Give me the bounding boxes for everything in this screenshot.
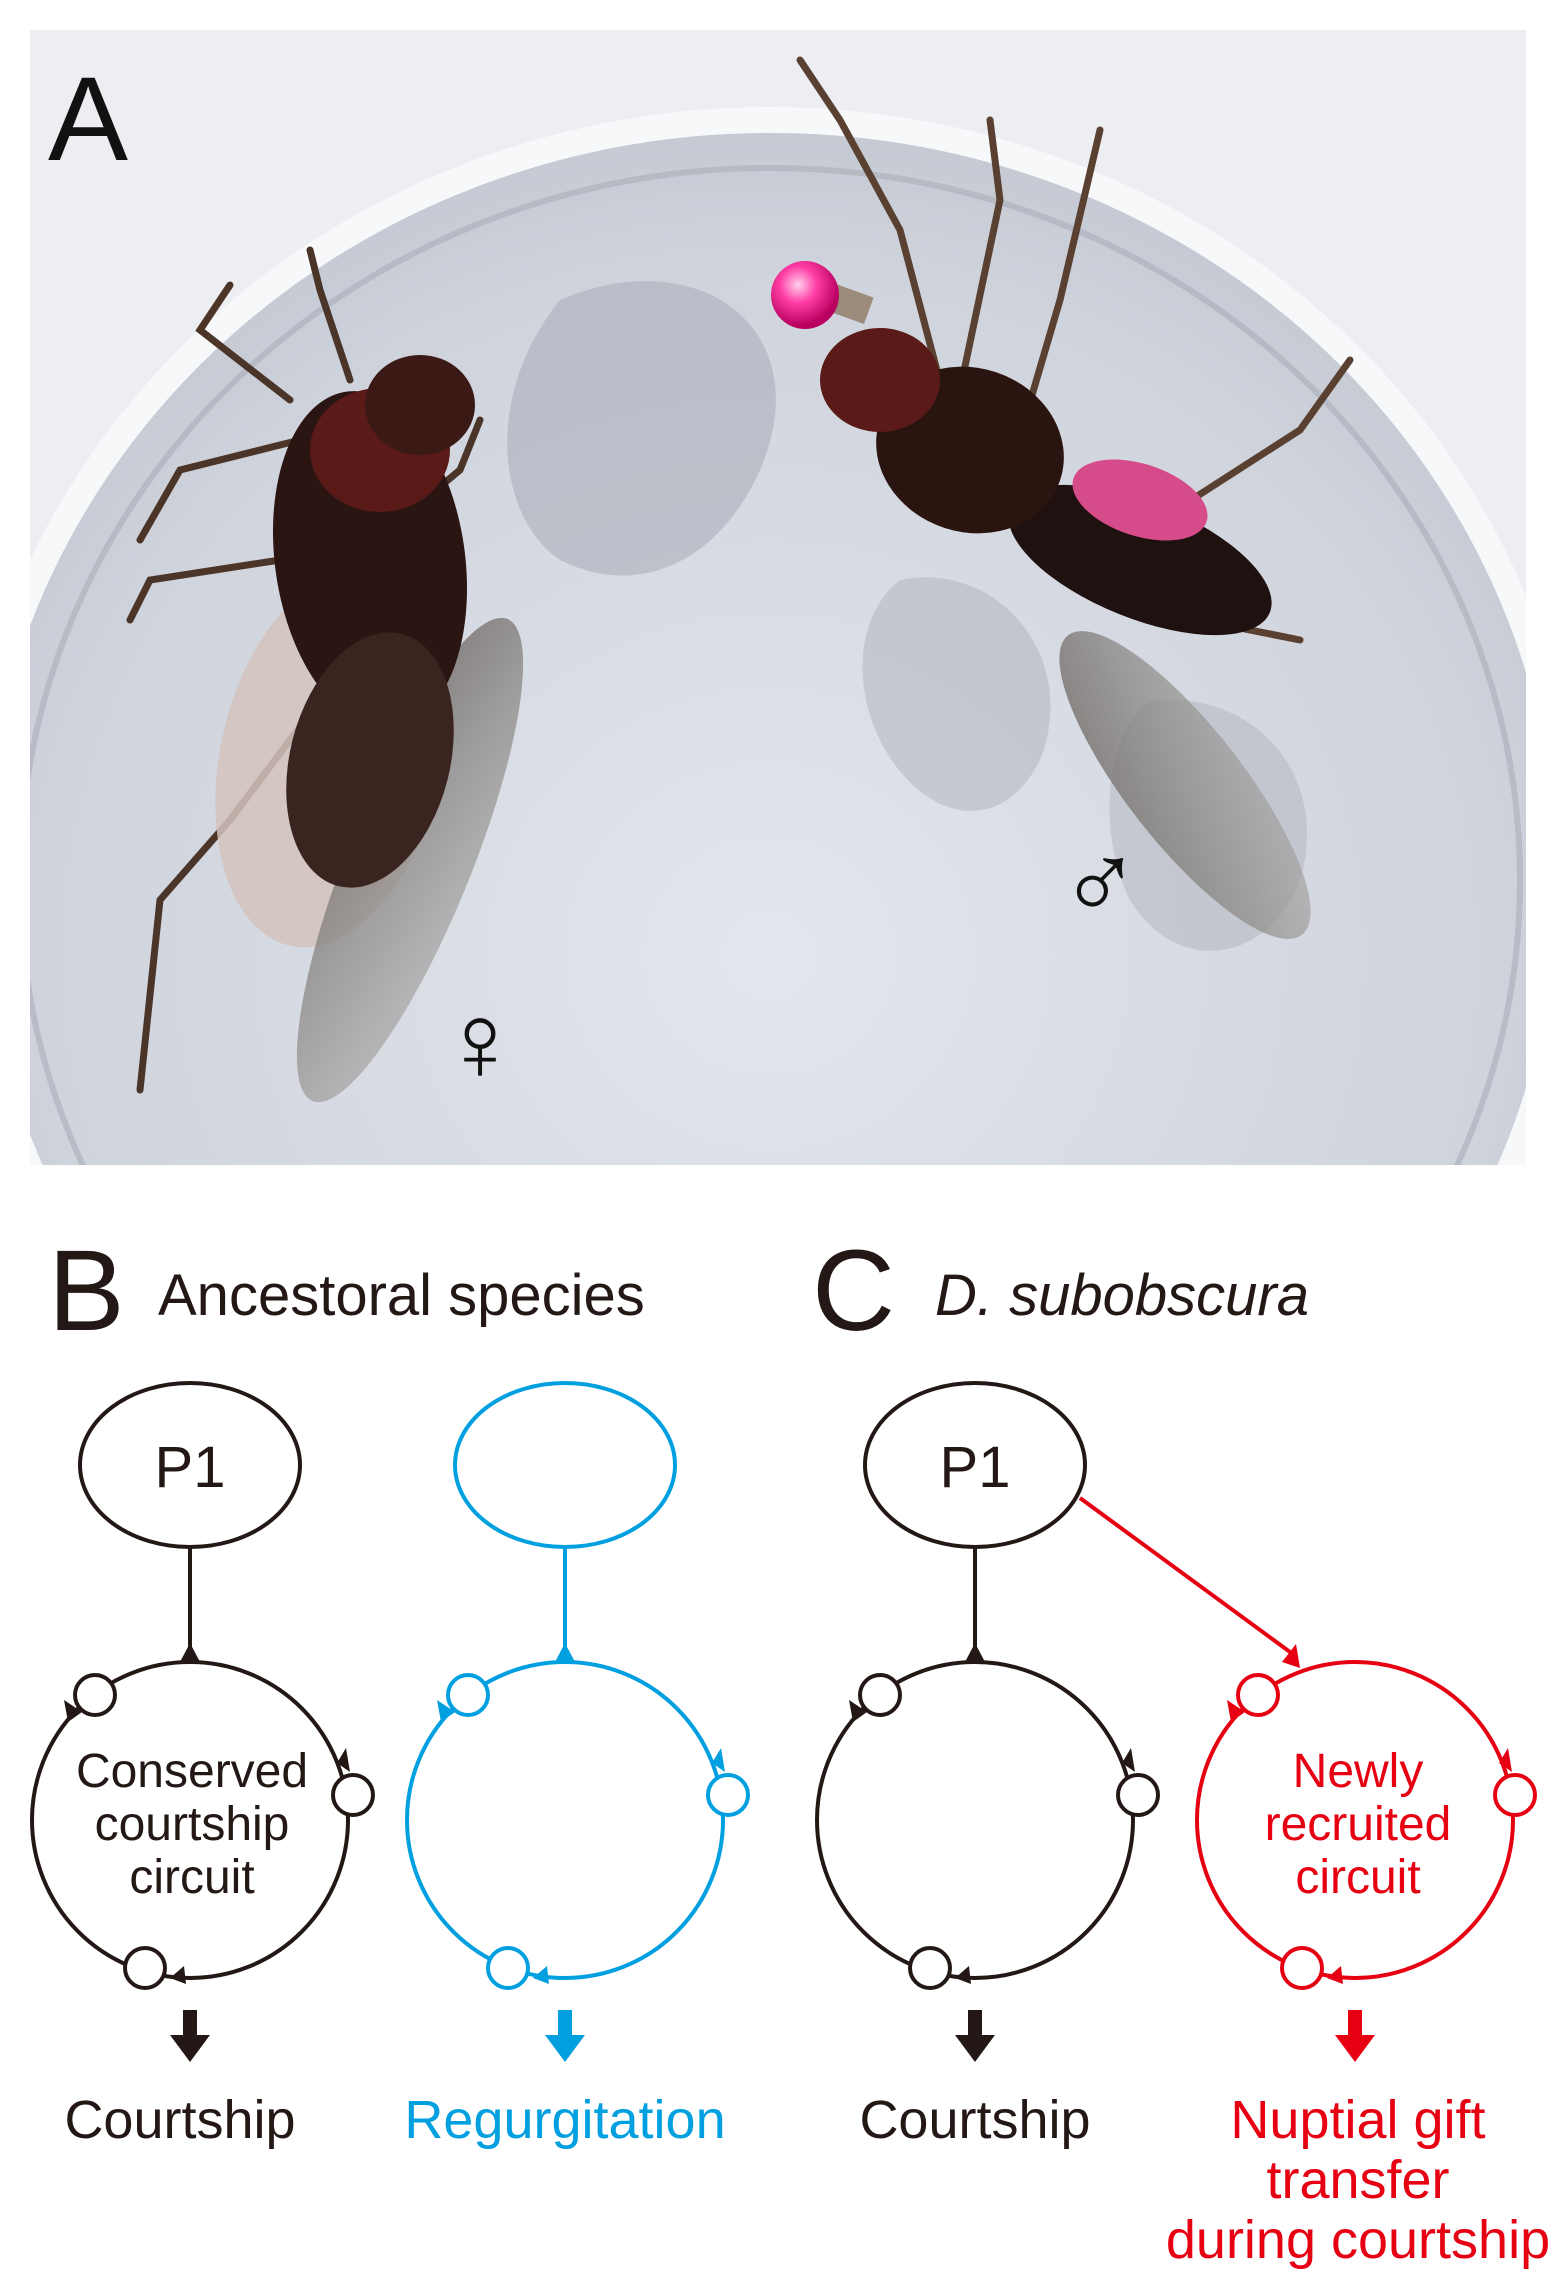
panel-c-letter: C xyxy=(812,1227,895,1355)
c-courtship-arrow xyxy=(955,2010,995,2062)
b-circuit-node-3 xyxy=(123,1946,167,1990)
panel-b-letter: B xyxy=(48,1227,125,1355)
c-red-node-1 xyxy=(1236,1673,1280,1717)
panel-b-title: Ancestoral species xyxy=(158,1263,645,1328)
c-circuit-label-1: Newly xyxy=(1293,1745,1424,1798)
pink-bead xyxy=(771,261,839,329)
b-blue-node-2 xyxy=(706,1773,750,1817)
b-blue-node xyxy=(453,1381,677,1549)
c-p1-label: P1 xyxy=(940,1435,1011,1500)
c-circuit-node-1 xyxy=(858,1673,902,1717)
b-blue-node-1 xyxy=(446,1673,490,1717)
c-circuit-node-2 xyxy=(1116,1773,1160,1817)
c-circuit-node-3 xyxy=(908,1946,952,1990)
male-fly xyxy=(771,56,1354,939)
b-circuit-label-2: courtship xyxy=(95,1798,290,1851)
b-regurgitation-output: Regurgitation xyxy=(404,2090,725,2150)
panel-a-photo: A ♀ ♂ xyxy=(30,30,1526,1165)
c-recruited-circuit xyxy=(1195,1660,1515,1980)
b-courtship-arrow xyxy=(170,2010,210,2062)
b-courtship-circuit xyxy=(30,1660,350,1980)
b-circuit-label-1: Conserved xyxy=(76,1745,308,1798)
panel-b: B Ancestoral species P1 Conserved courts… xyxy=(30,1227,750,2150)
b-blue-node-3 xyxy=(486,1946,530,1990)
b-courtship-output: Courtship xyxy=(64,2090,295,2150)
c-red-node-3 xyxy=(1280,1946,1324,1990)
b-p1-label: P1 xyxy=(155,1435,226,1500)
b-circuit-node-1 xyxy=(73,1673,117,1717)
c-recruitment-connection xyxy=(1078,1496,1292,1654)
panel-c: C D. subobscura P1 Courtship Newly recru… xyxy=(812,1227,1550,2270)
c-courtship-output: Courtship xyxy=(859,2090,1090,2150)
c-gift-output-line-3: during courtship xyxy=(1166,2210,1550,2270)
c-circuit-label-3: circuit xyxy=(1295,1851,1420,1904)
c-courtship-circuit xyxy=(815,1660,1135,1980)
c-gift-output-line-1: Nuptial gift xyxy=(1230,2090,1485,2150)
b-circuit-node-2 xyxy=(331,1773,375,1817)
c-gift-output-line-2: transfer xyxy=(1266,2150,1449,2210)
c-gift-arrow xyxy=(1335,2010,1375,2062)
female-symbol: ♀ xyxy=(439,981,522,1104)
panel-c-title: D. subobscura xyxy=(935,1263,1309,1328)
b-regurgitation-arrow xyxy=(545,2010,585,2062)
b-circuit-label-3: circuit xyxy=(129,1851,254,1904)
male-symbol: ♂ xyxy=(1059,821,1142,944)
female-fly xyxy=(126,246,524,1103)
c-circuit-label-2: recruited xyxy=(1265,1798,1452,1851)
c-red-node-2 xyxy=(1493,1773,1537,1817)
b-regurgitation-circuit xyxy=(405,1660,725,1980)
panel-a-letter: A xyxy=(48,52,128,186)
